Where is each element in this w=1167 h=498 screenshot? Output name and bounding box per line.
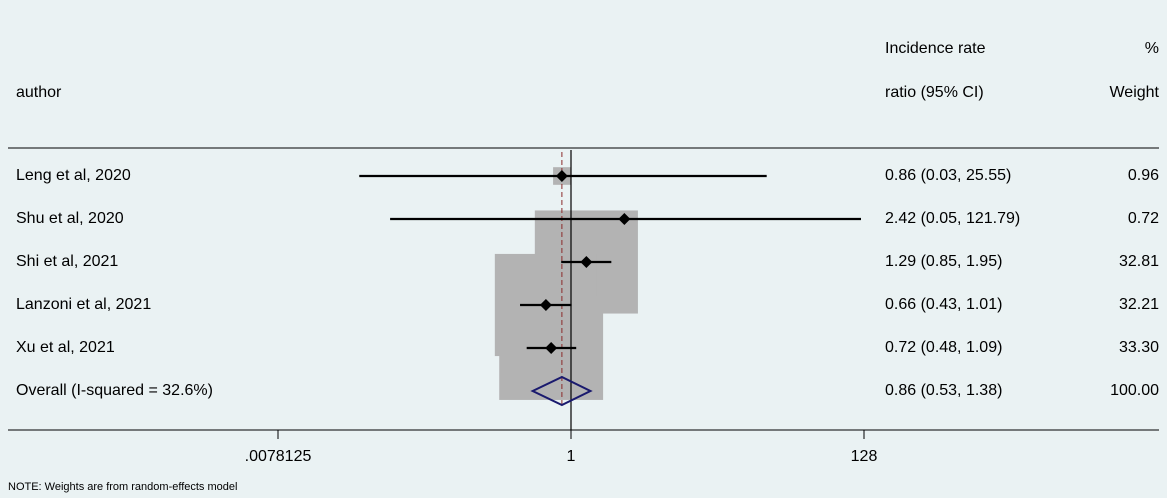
- study-author: Lanzoni et al, 2021: [16, 296, 152, 313]
- study-irr-ci: 0.72 (0.48, 1.09): [885, 339, 1003, 356]
- irr-header-line2: ratio (95% CI): [885, 84, 984, 101]
- study-irr-ci: 0.66 (0.43, 1.01): [885, 296, 1003, 313]
- point-estimate-marker: [545, 342, 558, 354]
- study-author: Xu et al, 2021: [16, 339, 115, 356]
- x-tick-label: 128: [850, 448, 878, 465]
- study-weight: 32.21: [1118, 296, 1159, 313]
- overall-author: Overall (I-squared = 32.6%): [16, 382, 213, 399]
- x-tick-label: 1: [566, 448, 576, 465]
- study-irr-ci: 2.42 (0.05, 121.79): [885, 210, 1021, 227]
- weight-header-line2: Weight: [1109, 84, 1159, 101]
- irr-header-line1: Incidence rate: [885, 40, 986, 57]
- footnote: NOTE: Weights are from random-effects mo…: [8, 481, 238, 493]
- overall-irr-ci: 0.86 (0.53, 1.38): [885, 382, 1003, 399]
- study-weight: 33.30: [1118, 339, 1159, 356]
- point-estimate-marker: [580, 256, 593, 268]
- study-weight: 0.72: [1127, 210, 1159, 227]
- author-column-header: author: [16, 84, 62, 101]
- weight-header-line1: %: [1144, 40, 1159, 57]
- study-weight: 32.81: [1118, 253, 1159, 270]
- study-irr-ci: 0.86 (0.03, 25.55): [885, 167, 1012, 184]
- study-weight: 0.96: [1127, 167, 1159, 184]
- study-author: Shu et al, 2020: [16, 210, 124, 227]
- x-tick-label: .0078125: [244, 448, 312, 465]
- study-author: Shi et al, 2021: [16, 253, 119, 270]
- study-author: Leng et al, 2020: [16, 167, 131, 184]
- study-irr-ci: 1.29 (0.85, 1.95): [885, 253, 1003, 270]
- overall-weight: 100.00: [1110, 382, 1159, 399]
- point-estimate-marker: [555, 170, 568, 182]
- overall-diamond: [530, 375, 593, 407]
- point-estimate-marker: [618, 213, 631, 225]
- point-estimate-marker: [539, 299, 552, 311]
